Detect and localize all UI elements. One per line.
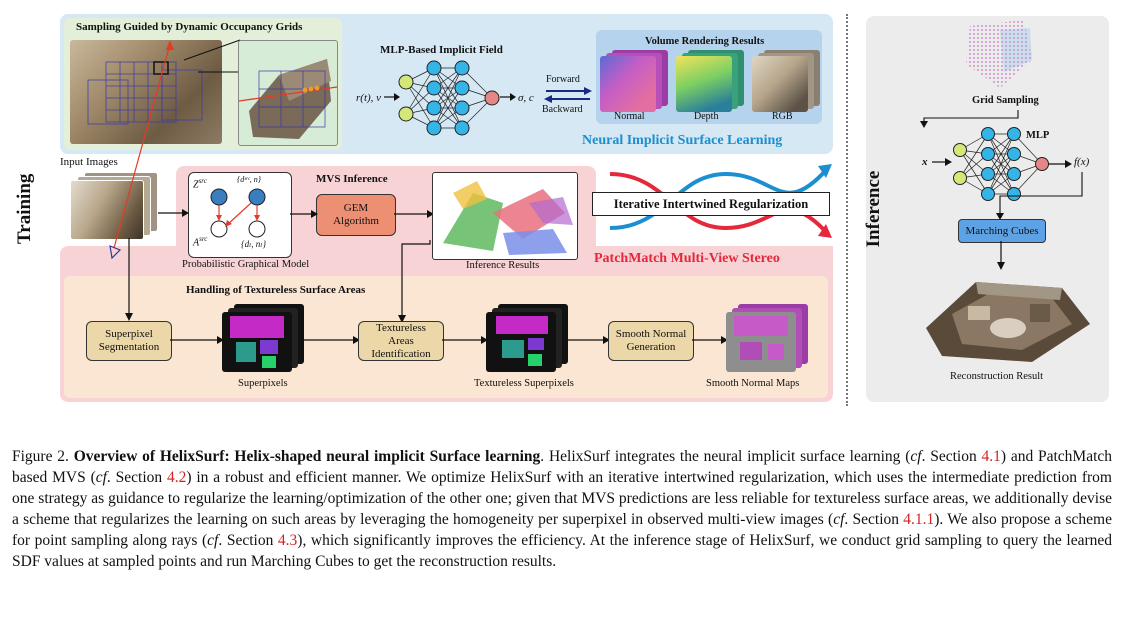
helix-label: Iterative Intertwined Regularization	[613, 196, 809, 211]
smooth-normal-generation-box: Smooth Normal Generation	[608, 321, 694, 361]
textureless-superpixels-label: Textureless Superpixels	[474, 378, 574, 389]
arrow-input-to-superpixel	[125, 238, 133, 321]
smooth-normal-maps-stack	[726, 304, 816, 376]
backward-label: Backward	[542, 104, 583, 115]
mlp-input-arrow	[384, 93, 400, 101]
figure-caption: Figure 2. Overview of HelixSurf: Helix-s…	[12, 448, 1113, 570]
render-label-normal: Normal	[614, 111, 645, 122]
inference-results-label: Inference Results	[466, 260, 540, 271]
rgb-render-stack	[752, 50, 822, 112]
pgm-bottom-right-label: {dₗ, nₗ}	[241, 239, 267, 249]
arrow-seg-to-superpixels	[170, 336, 224, 344]
inference-mlp-label: MLP	[1026, 130, 1050, 141]
arrow-smooth-to-maps	[692, 336, 728, 344]
arrow-gem-to-results	[394, 210, 434, 218]
inference-mlp-network	[953, 127, 1049, 201]
arrow-fx-to-marching	[996, 172, 1083, 220]
mlp-input-label: r(t), v	[356, 92, 382, 104]
reconstruction-result-label: Reconstruction Result	[950, 371, 1044, 382]
zoom-lines	[183, 39, 241, 73]
arrow-identification-to-textureless	[442, 336, 488, 344]
camera-ray	[109, 40, 174, 260]
superpixels-label: Superpixels	[238, 378, 288, 389]
textureless-title: Handling of Textureless Surface Areas	[186, 284, 366, 296]
arrow-pgm-to-gem	[290, 210, 318, 218]
mlp-output-label: σ, c	[518, 92, 534, 104]
pgm-top-right-label: {dˢʳᶜ, n}	[237, 175, 261, 184]
smooth-normal-maps-label: Smooth Normal Maps	[706, 378, 800, 389]
sampling-title: Sampling Guided by Dynamic Occupancy Gri…	[76, 21, 303, 33]
pgm-label: Probabilistic Graphical Model	[182, 259, 310, 270]
marching-cubes-box: Marching Cubes	[958, 219, 1046, 243]
section-ref-4-1[interactable]: 4.1	[981, 448, 1001, 465]
pgm-a-label: Asrc	[193, 235, 208, 249]
arrow-marching-to-result	[997, 241, 1005, 270]
mlp-network	[398, 60, 500, 136]
arrow-results-to-identification	[398, 240, 431, 323]
inference-results-image	[432, 172, 578, 260]
arrow-textureless-to-smooth	[568, 336, 610, 344]
mlp-output-arrow	[500, 93, 516, 101]
x-input-label: x	[922, 156, 928, 168]
patchmatch-section-title: PatchMatch Multi-View Stereo	[594, 251, 780, 266]
arrow-x-to-mlp	[932, 158, 952, 166]
render-label-rgb: RGB	[772, 111, 793, 122]
arrow-superpixels-to-identification	[304, 336, 360, 344]
stage-separator	[846, 14, 848, 406]
section-ref-4-2[interactable]: 4.2	[166, 469, 187, 486]
input-images-label: Input Images	[60, 156, 118, 168]
volume-rendering-title: Volume Rendering Results	[645, 36, 765, 47]
superpixels-stack	[222, 304, 312, 376]
superpixel-segmentation-box: Superpixel Segmentation	[86, 321, 172, 361]
patchmatch-panel-right	[586, 246, 833, 274]
arrow-mlp-to-fx	[1048, 160, 1072, 168]
arrow-grid-to-x	[920, 110, 1019, 128]
textureless-identification-box: Textureless Areas Identification	[358, 321, 444, 361]
grid-sampling-points	[966, 20, 1032, 88]
inference-label: Inference	[863, 170, 884, 248]
reconstruction-result-image	[912, 264, 1096, 364]
occupancy-grid-zoom	[238, 40, 338, 146]
mlp-title: MLP-Based Implicit Field	[380, 44, 503, 56]
arrow-input-to-pgm	[158, 209, 189, 217]
forward-label: Forward	[546, 74, 580, 85]
render-label-depth: Depth	[694, 111, 719, 122]
caption-fig-label: Figure 2.	[12, 448, 69, 465]
textureless-panel	[64, 276, 828, 398]
forward-backward-arrows	[544, 87, 592, 103]
section-ref-4-1-1[interactable]: 4.1.1	[903, 511, 935, 528]
normal-render-stack	[600, 50, 670, 112]
grid-sampling-label: Grid Sampling	[972, 95, 1039, 106]
mvs-title: MVS Inference	[316, 173, 388, 185]
textureless-superpixels-stack	[486, 304, 576, 376]
section-ref-4-3[interactable]: 4.3	[277, 532, 298, 549]
depth-render-stack	[676, 50, 746, 112]
fx-output-label: f(x)	[1074, 156, 1090, 168]
pgm-z-label: Zsrc	[193, 177, 207, 191]
helix-label-box: Iterative Intertwined Regularization	[592, 192, 830, 216]
sofa-grid-image	[70, 40, 222, 144]
training-label: Training	[14, 173, 35, 244]
pgm-box: Zsrc Asrc {dˢʳᶜ, n} {dₗ, nₗ}	[188, 172, 292, 258]
caption-title: Overview of HelixSurf: Helix-shaped neur…	[73, 448, 541, 465]
gem-algorithm-box: GEM Algorithm	[316, 194, 396, 236]
neural-section-title: Neural Implicit Surface Learning	[582, 133, 783, 148]
